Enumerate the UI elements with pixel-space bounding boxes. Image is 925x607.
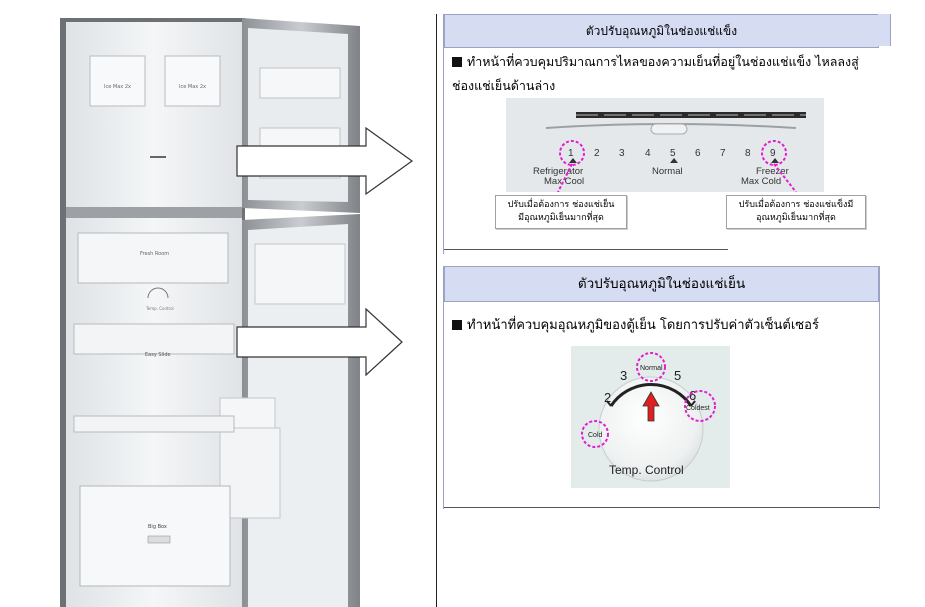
arrow-right-icon (236, 307, 403, 377)
temp-control-dial-photo: 2 3 5 6 Cold Normal Coldest Temp. Contro… (571, 346, 730, 488)
freezer-description-text: ทำหน้าที่ควบคุมปริมาณการไหลของความเย็นที… (452, 54, 859, 93)
svg-text:5: 5 (674, 368, 681, 383)
bullet-icon (452, 57, 462, 67)
svg-text:Normal: Normal (652, 166, 683, 177)
svg-text:5: 5 (670, 148, 676, 159)
svg-text:6: 6 (695, 148, 701, 159)
svg-text:Ice Max 2x: Ice Max 2x (179, 84, 206, 90)
svg-text:Cold: Cold (588, 432, 603, 439)
svg-text:Fresh Room: Fresh Room (140, 251, 169, 257)
svg-text:7: 7 (720, 148, 726, 159)
note-right-line-2: อุณหภูมิเย็นมากที่สุด (756, 213, 836, 223)
fridge-description-text: ทำหน้าที่ควบคุมอุณหภูมิของตู้เย็น โดยการ… (467, 318, 819, 333)
svg-text:Temp. Control: Temp. Control (145, 306, 174, 311)
panel-rule (444, 249, 728, 250)
svg-text:Normal: Normal (640, 365, 663, 372)
svg-text:Ice Max 2x: Ice Max 2x (104, 84, 131, 90)
svg-text:2: 2 (604, 390, 611, 405)
svg-text:3: 3 (620, 368, 627, 383)
svg-text:Max Cool: Max Cool (544, 176, 584, 187)
svg-text:Big Box: Big Box (148, 524, 167, 530)
fridge-panel-description: ทำหน้าที่ควบคุมอุณหภูมิของตู้เย็น โดยการ… (452, 314, 877, 335)
svg-text:Max Cold: Max Cold (741, 176, 781, 187)
freezer-panel-description: ทำหน้าที่ควบคุมปริมาณการไหลของความเย็นที… (452, 50, 872, 98)
bullet-icon (452, 320, 462, 330)
freezer-panel-title: ตัวปรับอุณหภูมิในช่องแช่แข็ง (444, 14, 879, 48)
svg-text:2: 2 (594, 148, 600, 159)
svg-text:Freezer: Freezer (756, 166, 789, 177)
svg-text:9: 9 (770, 148, 776, 159)
fridge-panel-title: ตัวปรับอุณหภูมิในช่องแช่เย็น (444, 266, 879, 302)
svg-text:Easy Slide: Easy Slide (145, 352, 171, 358)
svg-text:Temp. Control: Temp. Control (609, 463, 684, 477)
divider-line (436, 14, 437, 607)
note-left-line-1: ปรับเมื่อต้องการ ช่องแช่เย็น (507, 200, 615, 210)
note-right-line-1: ปรับเมื่อต้องการ ช่องแช่แข็งมี (738, 200, 854, 210)
svg-text:3: 3 (619, 148, 625, 159)
freezer-max-cold-note: ปรับเมื่อต้องการ ช่องแช่แข็งมี อุณหภูมิเ… (726, 195, 866, 229)
svg-text:4: 4 (645, 148, 651, 159)
svg-text:8: 8 (745, 148, 751, 159)
svg-text:Refrigerator: Refrigerator (533, 166, 583, 177)
panel-rule (444, 507, 879, 508)
svg-text:Coldest: Coldest (686, 405, 710, 412)
note-left-line-2: มีอุณหภูมิเย็นมากที่สุด (518, 213, 604, 223)
arrow-right-icon (236, 126, 414, 196)
svg-text:1: 1 (568, 148, 574, 159)
freezer-dial-photo: 1 2 3 4 5 6 7 8 9 Refrigerator Max Cool … (506, 98, 824, 192)
refrigerator-max-cool-note: ปรับเมื่อต้องการ ช่องแช่เย็น มีอุณหภูมิเ… (495, 195, 627, 229)
panel-edge (878, 14, 891, 46)
svg-text:6: 6 (689, 388, 696, 403)
